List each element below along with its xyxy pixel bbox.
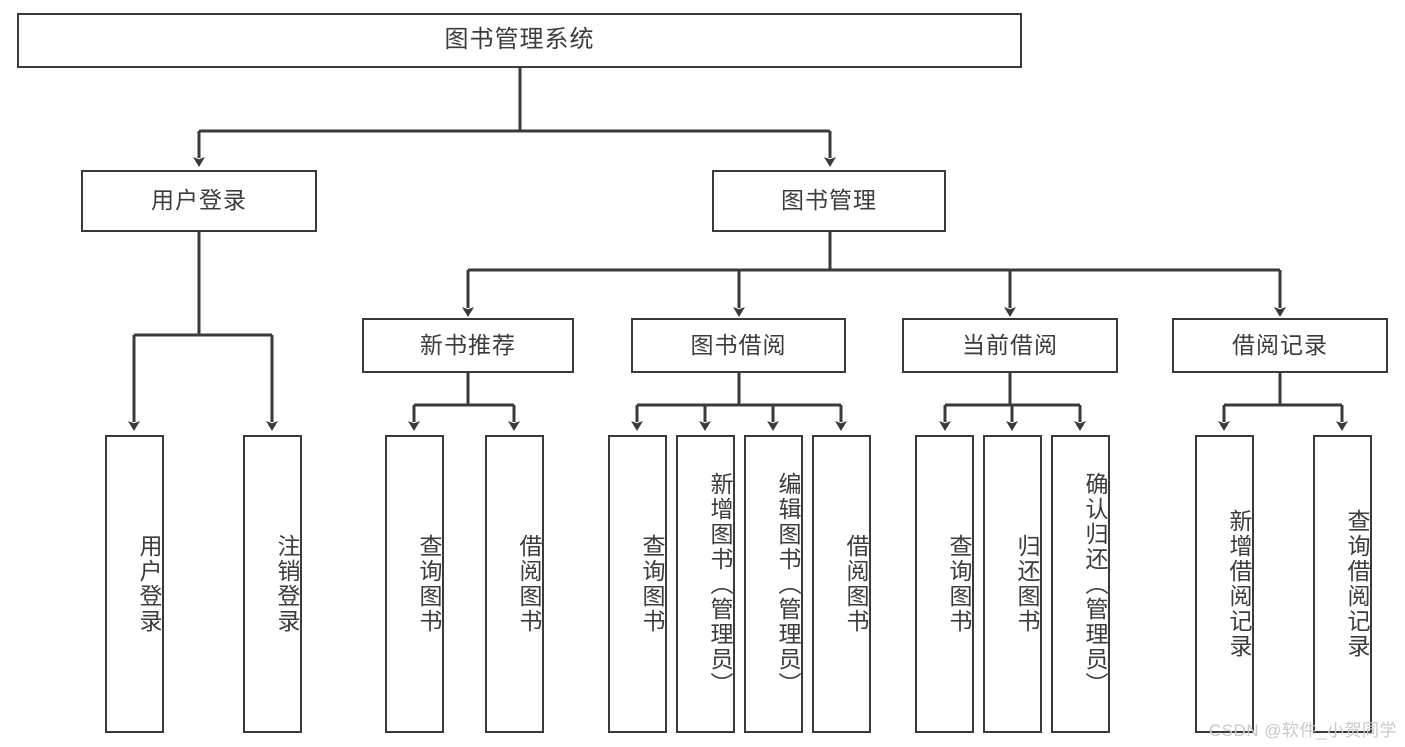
leaf-return-book[interactable]: 归还图书 xyxy=(983,435,1042,733)
leaf-add-borrow-record[interactable]: 新增借阅记录 xyxy=(1195,435,1254,733)
leaf-query-book-borrow[interactable]: 查询图书 xyxy=(608,435,667,733)
leaf-borrow-book-recommend[interactable]: 借阅图书 xyxy=(485,435,544,733)
leaf-query-book-current[interactable]: 查询图书 xyxy=(915,435,974,733)
node-label: 查询图书 xyxy=(946,534,972,634)
node-label: 查询借阅记录 xyxy=(1344,509,1370,659)
leaf-query-borrow-record[interactable]: 查询借阅记录 xyxy=(1313,435,1372,733)
node-label: 借阅记录 xyxy=(1232,331,1328,358)
node-borrow-record[interactable]: 借阅记录 xyxy=(1172,318,1388,373)
node-label: 编辑图书（管理员） xyxy=(775,471,801,697)
leaf-query-book-recommend[interactable]: 查询图书 xyxy=(385,435,444,733)
node-book-management[interactable]: 图书管理 xyxy=(712,170,946,232)
node-label: 新增借阅记录 xyxy=(1226,509,1252,659)
node-label: 注销登录 xyxy=(274,534,300,634)
node-label: 新书推荐 xyxy=(420,331,516,358)
node-label: 借阅图书 xyxy=(843,534,869,634)
node-root-system[interactable]: 图书管理系统 xyxy=(17,13,1022,68)
node-label: 借阅图书 xyxy=(516,534,542,634)
leaf-user-login[interactable]: 用户登录 xyxy=(105,435,164,733)
leaf-borrow-book[interactable]: 借阅图书 xyxy=(812,435,871,733)
leaf-logout[interactable]: 注销登录 xyxy=(243,435,302,733)
node-label: 新增图书（管理员） xyxy=(707,471,733,697)
node-label: 归还图书 xyxy=(1014,534,1040,634)
watermark: CSDN @软件_小贺同学 xyxy=(1208,721,1397,740)
node-label: 查询图书 xyxy=(639,534,665,634)
node-label: 当前借阅 xyxy=(962,331,1058,358)
leaf-add-book-admin[interactable]: 新增图书（管理员） xyxy=(676,435,735,733)
node-new-book-recommend[interactable]: 新书推荐 xyxy=(362,318,574,373)
leaf-confirm-return-admin[interactable]: 确认归还（管理员） xyxy=(1051,435,1110,733)
node-label: 确认归还（管理员） xyxy=(1082,471,1108,697)
node-user-login[interactable]: 用户登录 xyxy=(81,170,317,232)
leaf-edit-book-admin[interactable]: 编辑图书（管理员） xyxy=(744,435,803,733)
node-label: 图书管理 xyxy=(781,187,877,214)
node-label: 用户登录 xyxy=(151,187,247,214)
node-label: 图书借阅 xyxy=(690,331,787,358)
node-label: 图书管理系统 xyxy=(444,26,595,54)
node-label: 用户登录 xyxy=(136,534,162,634)
node-book-borrow[interactable]: 图书借阅 xyxy=(631,318,846,373)
node-label: 查询图书 xyxy=(416,534,442,634)
node-current-borrow[interactable]: 当前借阅 xyxy=(902,318,1118,373)
